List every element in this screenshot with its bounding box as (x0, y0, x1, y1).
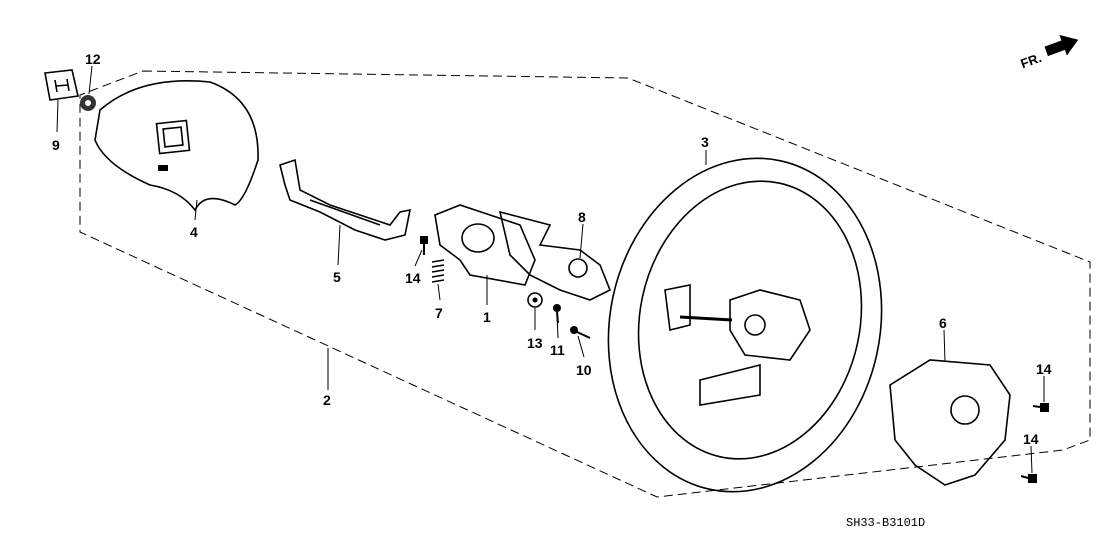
assembly-boundary (79, 70, 1091, 498)
bolt-part (420, 236, 428, 255)
arrow-icon (1044, 34, 1079, 57)
washer-part (527, 292, 543, 308)
front-direction-indicator: FR. (1019, 34, 1079, 71)
screw-part (570, 326, 591, 339)
callout-7: 7 (435, 305, 443, 321)
callout-14: 14 (405, 270, 421, 286)
switch-assembly-part (434, 204, 536, 286)
callout-2: 2 (323, 392, 331, 408)
callout-9: 9 (52, 137, 60, 153)
callout-8: 8 (578, 209, 586, 225)
bolt-part (1020, 474, 1037, 483)
callout-12: 12 (85, 51, 101, 67)
callout-3: 3 (701, 134, 709, 150)
callout-10: 10 (576, 362, 592, 378)
airbag-cover-part (94, 80, 259, 212)
drawing-code: SH33-B3101D (846, 516, 925, 530)
callout-14-right-lower: 14 (1023, 431, 1039, 447)
callout-1: 1 (483, 309, 491, 325)
callout-6: 6 (939, 315, 947, 331)
callout-14-right-upper: 14 (1036, 361, 1052, 377)
emblem-part (44, 69, 79, 101)
fr-label: FR. (1019, 50, 1044, 71)
nut-part (80, 95, 96, 111)
callout-5: 5 (333, 269, 341, 285)
bracket-part (279, 158, 412, 241)
spring-part (431, 259, 445, 283)
callout-13: 13 (527, 335, 543, 351)
rear-cover-part (889, 359, 1011, 486)
steering-wheel-part (607, 157, 883, 493)
bolt-part (1032, 403, 1049, 412)
callout-11: 11 (550, 342, 565, 358)
callout-4: 4 (190, 224, 198, 240)
switch-housing-part (498, 210, 612, 301)
